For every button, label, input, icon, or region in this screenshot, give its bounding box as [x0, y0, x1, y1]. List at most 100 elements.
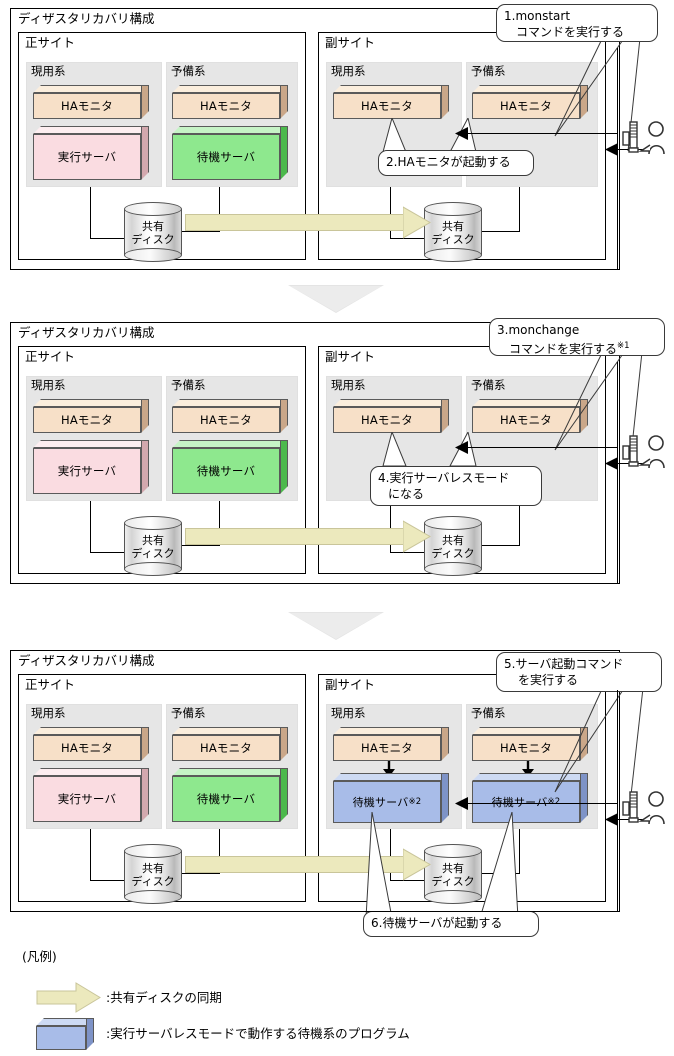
sync-arrow-head [403, 206, 431, 239]
connector [90, 552, 126, 553]
box-label: 待機サーバ [196, 792, 256, 806]
box-ha-monitor: HAモニタ [33, 85, 149, 119]
connector [90, 187, 91, 238]
connector [390, 501, 391, 552]
box-ha-monitor: HAモニタ [472, 727, 588, 761]
shared-disk: 共有 ディスク [124, 202, 182, 262]
box-label: HAモニタ [199, 413, 252, 427]
box-ha-monitor: HAモニタ [172, 727, 288, 761]
box-label: HAモニタ [499, 99, 552, 113]
disk-label-1: 共有 [142, 220, 164, 233]
sync-arrow-shaft [185, 856, 405, 873]
connector [90, 238, 126, 239]
panel-1-primary-site-title: 正サイト [25, 35, 76, 50]
disk-label-2: ディスク [131, 547, 175, 560]
panel-2-primary-sys-active-title: 現用系 [31, 378, 66, 392]
box-label: HAモニタ [60, 413, 113, 427]
legend-entry-1-text: :共有ディスクの同期 [106, 990, 222, 1005]
panel-3-primary-sys-standby-title: 予備系 [171, 706, 206, 720]
callout-6: 6.待機サーバが起動する [363, 911, 539, 937]
callout-3-line1: 3.monchange [497, 323, 580, 337]
connector [219, 829, 220, 873]
box-label: HAモニタ [199, 741, 252, 755]
box-serverless-standby-server: 待機サーバ※2 [472, 773, 588, 823]
site-link-vertical [617, 690, 618, 912]
disk-label-2: ディスク [131, 875, 175, 888]
sync-arrow-head [403, 848, 431, 881]
callout-6-line1: 6.待機サーバが起動する [371, 916, 503, 930]
arrow-head-left-2 [605, 813, 618, 826]
callout-6-tails [365, 812, 519, 919]
connector [90, 880, 126, 881]
box-ha-monitor: HAモニタ [333, 727, 449, 761]
panel-2-secondary-site-title: 副サイト [325, 349, 376, 364]
connector [519, 829, 520, 873]
connector [390, 238, 426, 239]
box-ha-monitor: HAモニタ [333, 399, 449, 433]
box-label: HAモニタ [360, 741, 413, 755]
panel-2-secondary-sys-active-title: 現用系 [331, 378, 366, 392]
panel-3-title: ディザスタリカバリ構成 [18, 653, 155, 668]
box-standby-server: 待機サーバ [172, 768, 288, 822]
connector [519, 501, 520, 545]
box-ha-monitor: HAモニタ [172, 399, 288, 433]
connector [90, 829, 91, 880]
disk-label-1: 共有 [442, 862, 464, 875]
box-standby-server: 待機サーバ [172, 440, 288, 494]
box-label: HAモニタ [60, 741, 113, 755]
operator-command-line [465, 803, 618, 804]
box-label: HAモニタ [360, 413, 413, 427]
step-separator-1-inner [290, 286, 382, 312]
disk-label-2: ディスク [131, 233, 175, 246]
box-label: 実行サーバ [57, 792, 117, 806]
callout-5-line2: を実行する [518, 673, 579, 687]
callout-5-tail [554, 686, 644, 805]
disk-label-1: 共有 [142, 534, 164, 547]
arrow-head-left [455, 797, 468, 810]
panel-3-primary-site-title: 正サイト [25, 677, 76, 692]
box-ha-monitor: HAモニタ [333, 85, 449, 119]
callout-3-note: ※1 [617, 341, 630, 351]
box-label: HAモニタ [499, 741, 552, 755]
operator-command-line [465, 133, 618, 134]
panel-1-primary-sys-active-title: 現用系 [31, 64, 66, 78]
site-link-vertical [617, 362, 618, 584]
box-label: 実行サーバ [57, 464, 117, 478]
connector [480, 231, 520, 232]
panel-1-secondary-sys-active-title: 現用系 [331, 64, 366, 78]
connector [219, 501, 220, 545]
shared-disk: 共有 ディスク [124, 516, 182, 576]
legend-serverless-standby-box-icon [36, 1018, 94, 1050]
box-active-server: 実行サーバ [33, 126, 149, 180]
arrow-head-left-2 [605, 457, 618, 470]
box-label: 待機サーバ [196, 150, 256, 164]
callout-1-line1: 1.monstart [504, 9, 571, 23]
shared-disk: 共有 ディスク [124, 844, 182, 904]
box-ha-monitor: HAモニタ [33, 399, 149, 433]
arrow-head-left [455, 127, 468, 140]
disk-label-2: ディスク [431, 547, 475, 560]
connector [519, 187, 520, 231]
operator-icon [622, 435, 665, 469]
connector [219, 187, 220, 231]
operator-icon [622, 121, 665, 155]
callout-5-line1: 5.サーバ起動コマンド [504, 657, 624, 671]
panel-2-title: ディザスタリカバリ構成 [18, 325, 155, 340]
shared-disk: 共有 ディスク [424, 516, 482, 576]
callout-4: 4.実行サーバレスモード になる [370, 466, 542, 506]
disk-label-1: 共有 [142, 862, 164, 875]
box-note: ※2 [408, 797, 422, 807]
sync-arrow-head [403, 520, 431, 553]
sync-arrow-shaft [185, 214, 405, 231]
arrow-head-left-2 [605, 143, 618, 156]
panel-3-secondary-sys-active-title: 現用系 [331, 706, 366, 720]
operator-command-line [465, 447, 618, 448]
connector [90, 501, 91, 552]
connector [180, 231, 220, 232]
box-ha-monitor: HAモニタ [472, 399, 588, 433]
callout-3: 3.monchange コマンドを実行する※1 [489, 318, 665, 356]
connector [390, 187, 391, 238]
callout-1: 1.monstart コマンドを実行する [496, 4, 658, 42]
callout-4-line2: になる [388, 487, 425, 501]
